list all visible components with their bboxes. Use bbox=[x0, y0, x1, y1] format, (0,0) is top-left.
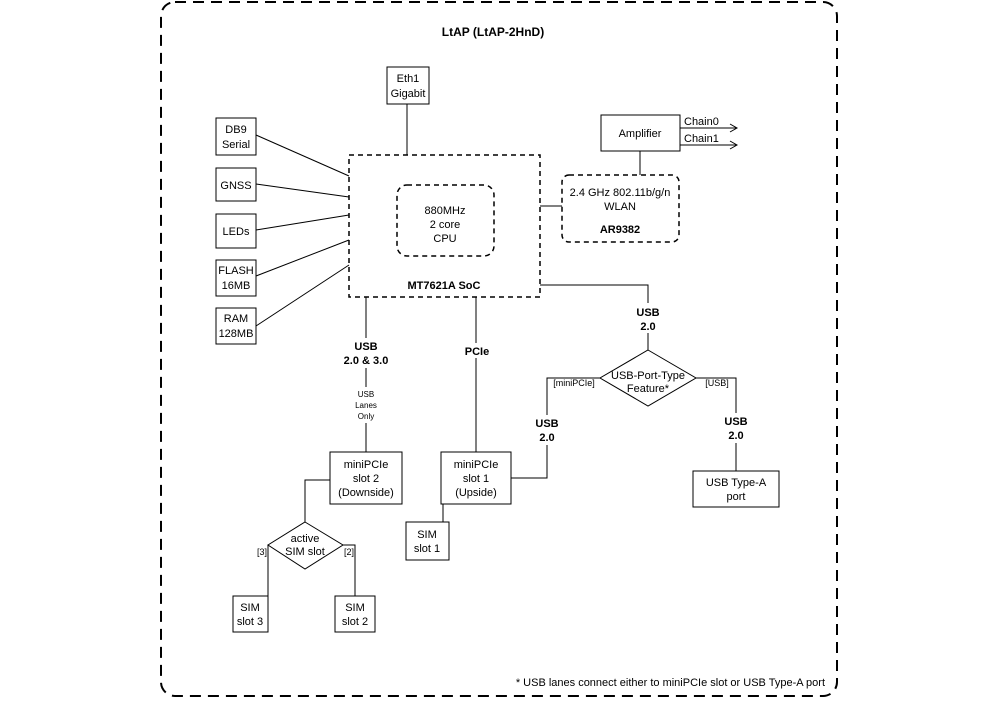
minipcie2-label: miniPCIe bbox=[344, 459, 389, 471]
cpu-cores: 2 core bbox=[430, 219, 461, 231]
usb-typea-label: USB Type-A bbox=[706, 477, 767, 489]
usb-right-label: USB bbox=[636, 307, 659, 319]
soc: 880MHz 2 core CPU MT7621A SoC bbox=[348, 154, 541, 298]
usb-port-type-sublabel: Feature* bbox=[627, 383, 670, 395]
cpu-label: CPU bbox=[433, 233, 456, 245]
flash-size: 16MB bbox=[222, 280, 251, 292]
diagram-title: LtAP (LtAP-2HnD) bbox=[442, 25, 544, 39]
db9-sublabel: Serial bbox=[222, 139, 250, 151]
ram-memory: RAM 128MB bbox=[215, 307, 257, 345]
usb-main-label: USB bbox=[354, 341, 377, 353]
usb-typea-port: USB Type-A port bbox=[692, 470, 780, 508]
minipcie1-slot: slot 1 bbox=[463, 473, 489, 485]
sim1-slot: slot 1 bbox=[414, 543, 440, 555]
chain0-label: Chain0 bbox=[684, 116, 719, 128]
chain1-label: Chain1 bbox=[684, 133, 719, 145]
leds: LEDs bbox=[215, 213, 257, 249]
amplifier-label: Amplifier bbox=[619, 128, 662, 140]
pcie-bus-label: PCIe bbox=[462, 343, 492, 358]
usb-port-type-label: USB-Port-Type bbox=[611, 370, 685, 382]
tag-minipcie: [miniPCIe] bbox=[553, 378, 595, 388]
active-sim-selector: active SIM slot bbox=[267, 521, 344, 570]
leds-label: LEDs bbox=[223, 226, 250, 238]
ram-label: RAM bbox=[224, 313, 248, 325]
minipcie1-side: (Upside) bbox=[455, 487, 497, 499]
eth1-label: Eth1 bbox=[397, 73, 420, 85]
device-boundary bbox=[160, 1, 838, 697]
footnote: * USB lanes connect either to miniPCIe s… bbox=[516, 677, 825, 689]
minipcie1-label: miniPCIe bbox=[454, 459, 499, 471]
sim-slot-2: SIM slot 2 bbox=[334, 595, 376, 633]
db9-label: DB9 bbox=[225, 124, 246, 136]
tag-2: [2] bbox=[344, 547, 354, 557]
pcie-label: PCIe bbox=[465, 346, 489, 358]
usb-lanes-line2: Lanes bbox=[355, 401, 377, 410]
usb-port-type-feature: USB-Port-Type Feature* bbox=[599, 349, 697, 407]
flash-label: FLASH bbox=[218, 265, 254, 277]
sim2-slot: slot 2 bbox=[342, 616, 368, 628]
usb-main-bus-label: USB 2.0 & 3.0 bbox=[344, 338, 389, 368]
sim2-label: SIM bbox=[345, 602, 365, 614]
wlan-standard: 2.4 GHz 802.11b/g/n bbox=[570, 187, 671, 199]
minipcie-slot-2: miniPCIe slot 2 (Downside) bbox=[329, 451, 403, 505]
active-sim-sublabel: SIM slot bbox=[285, 546, 325, 558]
wlan-module: 2.4 GHz 802.11b/g/n WLAN AR9382 bbox=[561, 174, 680, 243]
cpu-frequency: 880MHz bbox=[425, 205, 466, 217]
usb-lanes-note: USB Lanes Only bbox=[350, 387, 382, 423]
usb-typea-bus-label-text: USB bbox=[724, 416, 747, 428]
usb-right-version: 2.0 bbox=[640, 321, 655, 333]
wlan-chip: AR9382 bbox=[600, 224, 640, 236]
amplifier: Amplifier Chain0 Chain1 bbox=[600, 114, 719, 152]
ram-size: 128MB bbox=[219, 328, 254, 340]
usb-right-bus-label: USB 2.0 bbox=[634, 303, 662, 333]
eth1-speed: Gigabit bbox=[391, 88, 426, 100]
active-sim-label: active bbox=[291, 533, 320, 545]
sim-slot-3: SIM slot 3 bbox=[232, 595, 269, 633]
usb-left-bus-label: USB 2.0 bbox=[532, 415, 562, 445]
minipcie2-slot: slot 2 bbox=[353, 473, 379, 485]
usb-typea-bus-version: 2.0 bbox=[728, 430, 743, 442]
eth1-port: Eth1 Gigabit bbox=[386, 66, 430, 105]
usb-typea-sublabel: port bbox=[727, 491, 746, 503]
wlan-label: WLAN bbox=[604, 201, 636, 213]
minipcie2-side: (Downside) bbox=[338, 487, 394, 499]
soc-label: MT7621A SoC bbox=[408, 280, 481, 292]
minipcie-slot-1: miniPCIe slot 1 (Upside) bbox=[440, 451, 512, 505]
tag-3: [3] bbox=[257, 547, 267, 557]
sim-slot-1: SIM slot 1 bbox=[405, 521, 450, 561]
flash-memory: FLASH 16MB bbox=[215, 259, 257, 297]
db9-serial: DB9 Serial bbox=[215, 117, 257, 156]
sim1-label: SIM bbox=[417, 529, 437, 541]
usb-typea-bus-label: USB 2.0 bbox=[721, 413, 751, 443]
gnss: GNSS bbox=[215, 167, 257, 202]
usb-left-version: 2.0 bbox=[539, 432, 554, 444]
usb-lanes-line3: Only bbox=[358, 412, 374, 421]
usb-left-label: USB bbox=[535, 418, 558, 430]
usb-lanes-line1: USB bbox=[358, 390, 374, 399]
sim3-label: SIM bbox=[240, 602, 260, 614]
connections bbox=[255, 104, 739, 596]
tag-usb: [USB] bbox=[705, 378, 729, 388]
sim3-slot: slot 3 bbox=[237, 616, 263, 628]
gnss-label: GNSS bbox=[220, 180, 251, 192]
usb-main-version: 2.0 & 3.0 bbox=[344, 355, 389, 367]
